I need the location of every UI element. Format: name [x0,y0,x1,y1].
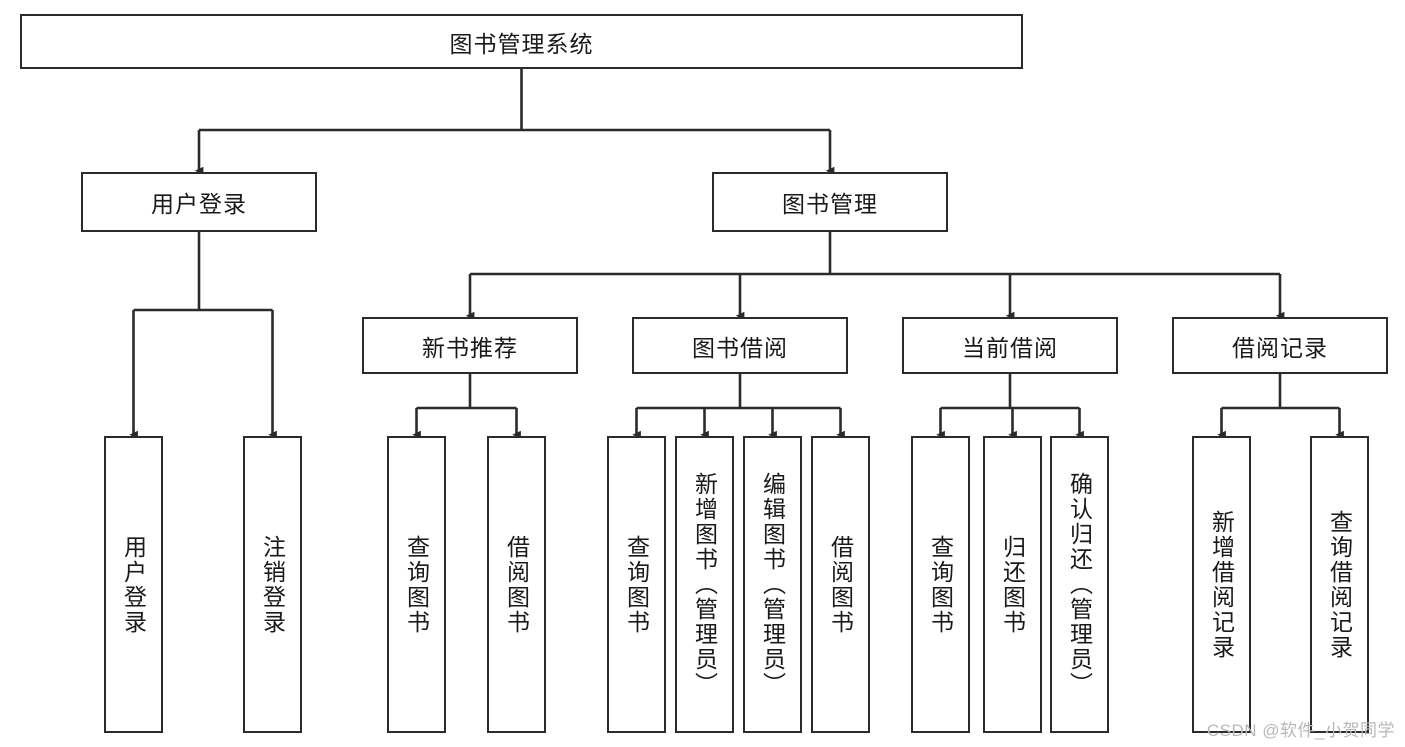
node-leaf-rec-add-record[interactable]: 新增借阅记录 [1192,436,1251,733]
node-leaf-borrow-add-book[interactable]: 新增图书（管理员） [675,436,734,733]
node-label: 图书管理 [782,191,878,217]
node-label: 查询图书 [403,534,430,635]
node-label: 图书管理系统 [449,30,594,57]
node-label: 新增图书（管理员） [691,472,718,697]
node-leaf-cur-query-book[interactable]: 查询图书 [911,436,970,733]
node-leaf-logout[interactable]: 注销登录 [243,436,302,733]
node-l2-borrow-record[interactable]: 借阅记录 [1172,317,1388,374]
node-root[interactable]: 图书管理系统 [20,14,1023,69]
node-label: 借阅记录 [1232,334,1328,361]
node-label: 借阅图书 [827,534,854,635]
node-label: 编辑图书（管理员） [759,472,786,697]
node-leaf-borrow-query-book[interactable]: 查询图书 [607,436,666,733]
node-leaf-borrow-borrow-book[interactable]: 借阅图书 [811,436,870,733]
node-leaf-borrow-edit-book[interactable]: 编辑图书（管理员） [743,436,802,733]
node-label: 用户登录 [120,534,147,635]
node-l2-book-borrow[interactable]: 图书借阅 [632,317,848,374]
node-l2-new-book-rec[interactable]: 新书推荐 [362,317,578,374]
node-leaf-rec-query-book[interactable]: 查询图书 [387,436,446,733]
node-label: 图书借阅 [692,334,788,361]
node-leaf-rec-borrow-book[interactable]: 借阅图书 [487,436,546,733]
node-leaf-rec-query-record[interactable]: 查询借阅记录 [1310,436,1369,733]
node-l1-book-manage[interactable]: 图书管理 [712,172,948,232]
node-leaf-cur-return-book[interactable]: 归还图书 [983,436,1042,733]
node-label: 借阅图书 [503,534,530,635]
node-label: 注销登录 [259,534,286,635]
node-label: 确认归还（管理员） [1066,472,1093,697]
node-label: 新增借阅记录 [1208,509,1235,660]
node-label: 查询借阅记录 [1326,509,1353,660]
node-leaf-cur-confirm-return[interactable]: 确认归还（管理员） [1050,436,1109,733]
node-l1-user-login[interactable]: 用户登录 [81,172,317,232]
node-label: 查询图书 [623,534,650,635]
node-label: 新书推荐 [422,334,518,361]
node-label: 查询图书 [927,534,954,635]
node-label: 归还图书 [999,534,1026,635]
node-label: 用户登录 [151,191,247,217]
watermark: CSDN @软件_小贺同学 [1206,721,1395,740]
node-leaf-user-login[interactable]: 用户登录 [104,436,163,733]
node-label: 当前借阅 [962,334,1058,361]
node-l2-current-borrow[interactable]: 当前借阅 [902,317,1118,374]
